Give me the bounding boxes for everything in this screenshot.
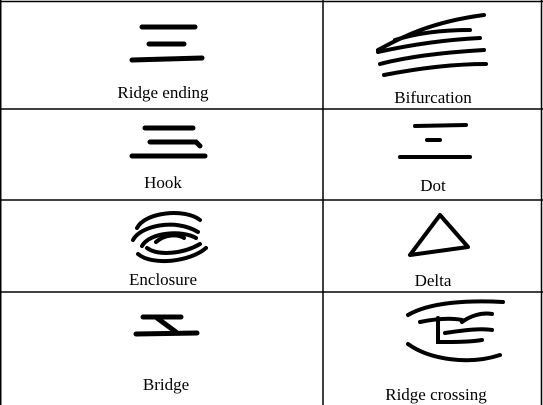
label-ridge-ending: Ridge ending <box>117 84 208 101</box>
label-dot: Dot <box>420 177 446 194</box>
label-bridge: Bridge <box>143 376 189 393</box>
hook-icon <box>132 128 205 156</box>
dot-icon <box>400 125 470 157</box>
label-bifurcation: Bifurcation <box>394 89 471 106</box>
label-delta: Delta <box>415 272 452 289</box>
ridge-crossing-icon <box>408 301 503 360</box>
enclosure-icon <box>133 213 206 261</box>
label-ridge-crossing: Ridge crossing <box>385 386 487 403</box>
bridge-icon <box>136 317 197 334</box>
delta-icon <box>410 215 468 255</box>
label-enclosure: Enclosure <box>129 271 197 288</box>
label-hook: Hook <box>144 174 182 191</box>
ridge-ending-icon <box>132 27 202 60</box>
bifurcation-icon <box>378 15 486 75</box>
